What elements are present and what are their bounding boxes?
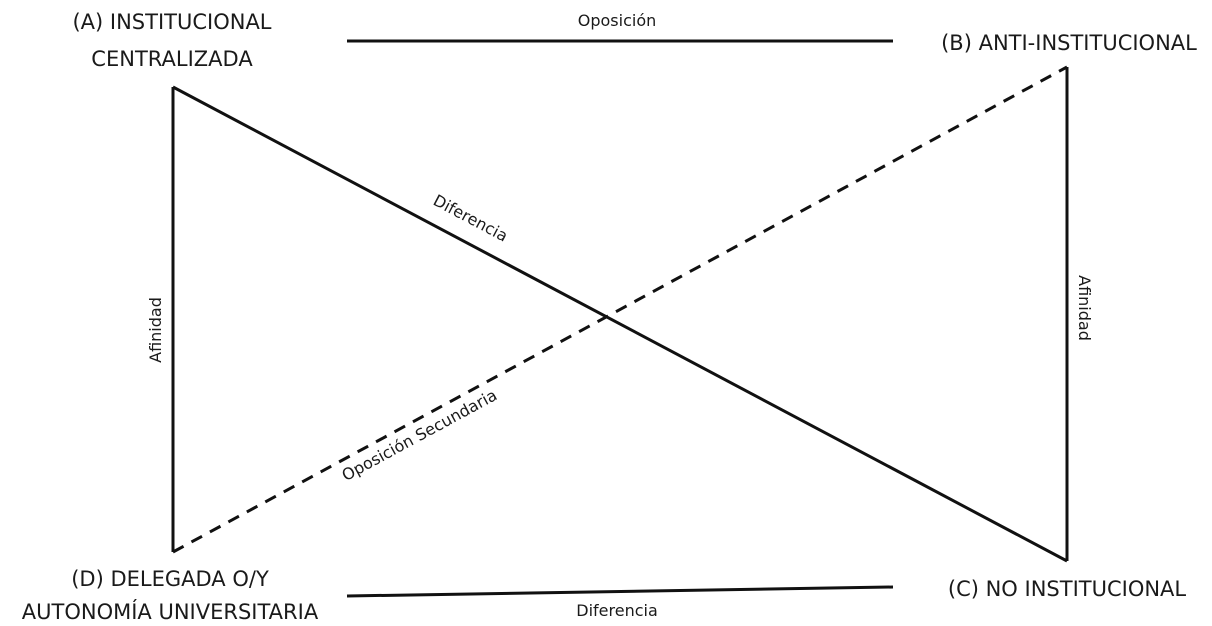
edge-diagonal-dashed-label: Oposición Secundaria [339,385,500,484]
edge-diagonal-solid [172,85,1068,563]
edge-bottom-difference [346,585,894,598]
node-a-label-line1: (A) INSTITUCIONAL [72,10,271,34]
node-d-label-line2: AUTONOMÍA UNIVERSITARIA [22,599,319,624]
edge-right-label: Afinidad [1075,275,1094,341]
node-c-label: (C) NO INSTITUCIONAL [948,577,1187,601]
edge-left-label: Afinidad [146,297,165,363]
edge-diagonal-dashed [172,65,1068,554]
node-d-label-line1: (D) DELEGADA O/Y [71,567,269,591]
edge-top-label: Oposición [578,11,657,30]
edge-diagonal-solid-label: Diferencia [430,191,511,246]
edge-bottom-label: Diferencia [576,601,658,620]
node-b-label: (B) ANTI-INSTITUCIONAL [941,31,1197,55]
node-a-label-line2: CENTRALIZADA [91,47,253,71]
